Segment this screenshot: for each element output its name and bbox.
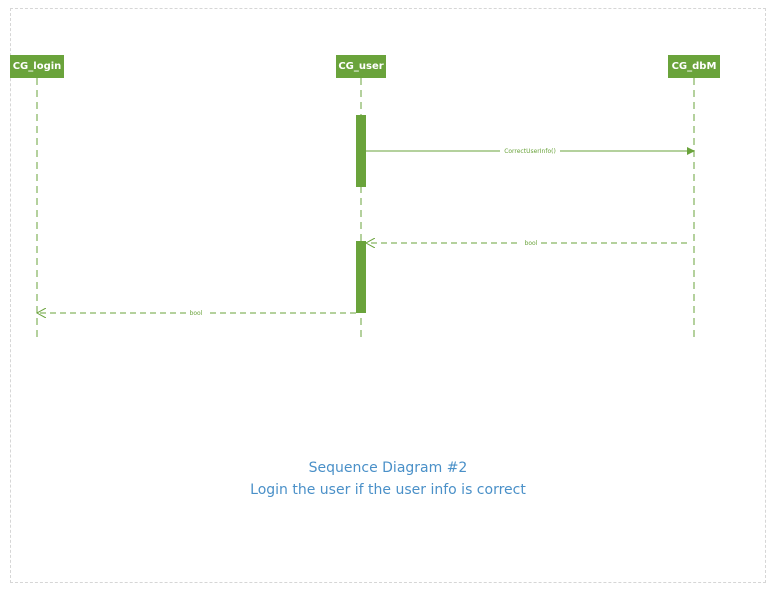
activation-bar-cg-user-2 xyxy=(356,241,366,313)
lifeline-cg-login[interactable]: CG_login xyxy=(10,55,64,78)
diagram-caption-subtitle: Login the user if the user info is corre… xyxy=(250,482,526,498)
lifeline-cg-dbm[interactable]: CG_dbM xyxy=(668,55,720,78)
diagram-canvas-frame xyxy=(10,8,766,583)
message-label-correctuserinfo: CorrectUserInfo() xyxy=(504,148,556,155)
activation-bar-cg-user-1 xyxy=(356,115,366,187)
message-label-bg-3 xyxy=(186,308,206,318)
lifeline-cg-user[interactable]: CG_user xyxy=(336,55,386,78)
diagram-caption-title: Sequence Diagram #2 xyxy=(308,460,468,476)
message-label-bool-2: bool xyxy=(190,310,203,317)
message-label-bg-1 xyxy=(500,146,560,156)
message-label-bg-2 xyxy=(521,238,541,248)
message-label-bool-1: bool xyxy=(525,240,538,247)
